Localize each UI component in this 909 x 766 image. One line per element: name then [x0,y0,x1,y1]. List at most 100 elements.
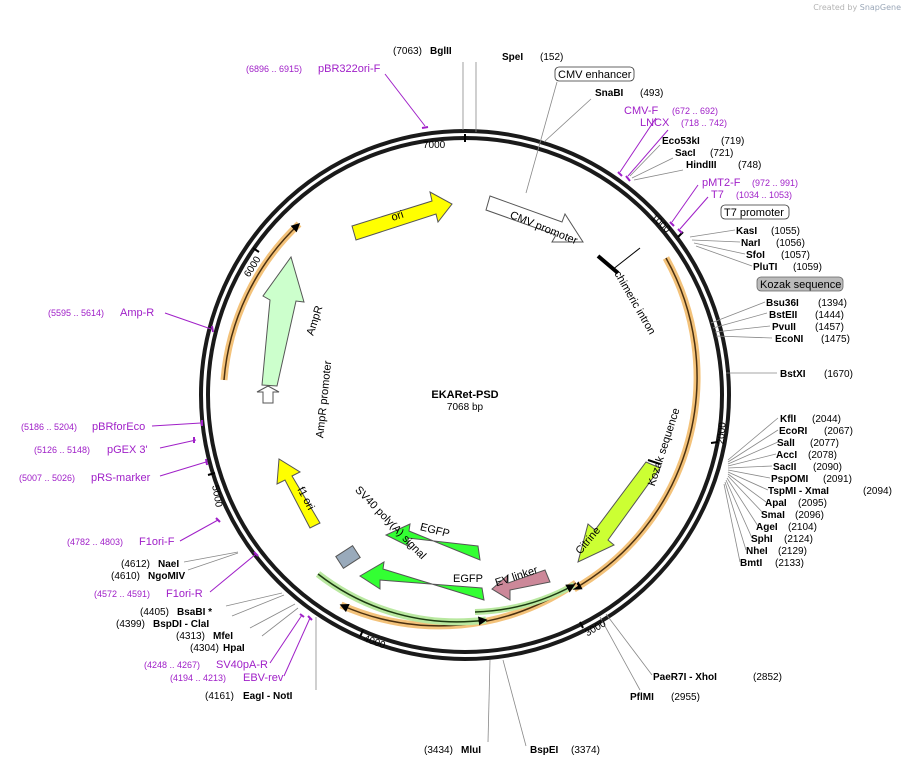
site-eagi-noti: EagI - NotI [243,691,293,702]
site-naei: NaeI [158,559,179,570]
site-pos-ecori: (2067) [824,426,853,437]
site-pos-pflmi: (2955) [671,692,700,703]
primer-sv40pa-r: SV40pA-R [216,659,268,671]
site-sali: SalI [777,438,795,449]
site-pflmi: PflMI [630,692,654,703]
site-bspei: BspEI [530,745,559,756]
site-pos-eagi-noti: (4161) [205,691,234,702]
site-sacii: SacII [773,462,797,473]
plasmid-size: 7068 bp [447,402,484,413]
primer-f1ori-f: F1ori-F [139,536,175,548]
site-tspmi-xmai: TspMI - XmaI [768,486,829,497]
feature-label-ampr-promoter: AmpR promoter [314,360,334,439]
site-pos-sacii: (2090) [813,462,842,473]
tick-marks [207,134,719,638]
site-pos-saci: (721) [710,148,733,159]
primer-labels: (6896 .. 6915) pBR322ori-F CMV-F (672 ..… [19,63,798,684]
site-bsu36i: Bsu36I [766,298,799,309]
site-pos-sphi: (2124) [784,534,813,545]
tick-label-2000: 2000 [716,421,729,445]
svg-text:T7 promoter: T7 promoter [724,207,784,219]
f1-ori-arrow [276,458,321,529]
site-bspdi-clai: BspDI - ClaI [153,619,209,630]
site-pspomi: PspOMI [771,474,808,485]
tick-label-5000: 5000 [209,484,224,508]
primer-range-cmv-f: (672 .. 692) [672,106,718,116]
primer-pmt2-f: pMT2-F [702,177,741,189]
site-kfli: KflI [780,414,796,425]
site-nhei: NheI [746,546,768,557]
credit-brand: SnapGene [859,3,901,12]
site-pos-spei: (152) [540,52,563,63]
site-pos-bstxi: (1670) [824,369,853,380]
ev-linker-arrow [491,569,551,601]
primer-t7: T7 [711,189,724,201]
site-kasi: KasI [736,226,757,237]
orf-arc-green [317,573,488,626]
ampr-promoter-arrow [256,385,280,404]
primer-lines [151,73,709,677]
site-bmti: BmtI [740,558,762,569]
cmv-promoter-arrow [485,195,584,243]
primer-range-pbrforeco: (5186 .. 5204) [21,422,77,432]
site-agei: AgeI [756,522,778,533]
site-mfei: MfeI [213,631,233,642]
primer-f1ori-r: F1ori-R [166,588,203,600]
boxed-label-kozak-sequence: Kozak sequence [756,276,844,292]
primer-ebv-rev: EBV-rev [243,672,284,684]
feature-label-chimeric-intron: chimeric intron [611,269,657,337]
site-bsabi: BsaBI * [177,607,212,618]
backbone-outer [199,129,731,661]
site-pluti: PluTI [753,262,778,273]
tick-label-4000: 4000 [362,633,387,651]
orf-arc-green2-glow [474,582,576,615]
site-pos-nhei: (2129) [778,546,807,557]
site-pos-tspmi-xmai: (2094) [863,486,892,497]
credit: Created by SnapGene [813,3,901,12]
primer-range-ebv-rev: (4194 .. 4213) [170,673,226,683]
leader-lines [183,62,779,747]
svg-text:Kozak sequence: Kozak sequence [760,279,841,291]
site-bsteii: BstEII [769,310,798,321]
primer-range-f1ori-r: (4572 .. 4591) [94,589,150,599]
chimeric-intron-line [611,247,641,271]
chimeric-intron-bar [596,254,620,275]
primer-pgex3: pGEX 3' [107,444,148,456]
site-pos-pluti: (1059) [793,262,822,273]
orf-arc-left [223,222,301,381]
site-labels: (7063) BglII SpeI (152) SnaBI (493) Eco5… [111,46,892,756]
kozak-mark [647,459,661,465]
site-sfoi: SfoI [746,250,765,261]
site-pos-ngomiv: (4610) [111,571,140,582]
primer-pbr322ori-f: pBR322ori-F [318,63,381,75]
primer-range-pmt2-f: (972 .. 991) [752,178,798,188]
egfp-arrow-2 [359,561,485,601]
site-pos-bspdi-clai: (4399) [116,619,145,630]
site-pos-bglii: (7063) [393,46,422,57]
primer-prs-marker: pRS-marker [91,472,151,484]
site-apai: ApaI [765,498,787,509]
site-pos-pspomi: (2091) [823,474,852,485]
site-pos-sfoi: (1057) [781,250,810,261]
feature-label-ori: ori [390,209,405,224]
site-pos-sali: (2077) [810,438,839,449]
site-hindiii: HindIII [686,160,717,171]
site-bstxi: BstXI [780,369,806,380]
site-pos-hpai: (4304) [190,643,219,654]
site-pos-snabi: (493) [640,88,663,99]
primer-range-f1ori-f: (4782 .. 4803) [67,537,123,547]
site-paer7i-xhoi: PaeR7I - XhoI [653,672,717,683]
site-econi: EcoNI [775,334,804,345]
site-pos-econi: (1475) [821,334,850,345]
primer-range-lncx: (718 .. 742) [681,118,727,128]
site-pos-nari: (1056) [776,238,805,249]
site-pos-mlui: (3434) [424,745,453,756]
orf-arc-right [572,257,698,590]
site-eco53ki: Eco53kI [662,136,700,147]
tick-label-7000: 7000 [423,140,446,151]
ampr-arrow [261,255,305,387]
primer-cmv-f: CMV-F [624,105,659,117]
site-ngomiv: NgoMIV [148,571,186,582]
orf-arcs [220,221,701,630]
site-pos-bspei: (3374) [571,745,600,756]
